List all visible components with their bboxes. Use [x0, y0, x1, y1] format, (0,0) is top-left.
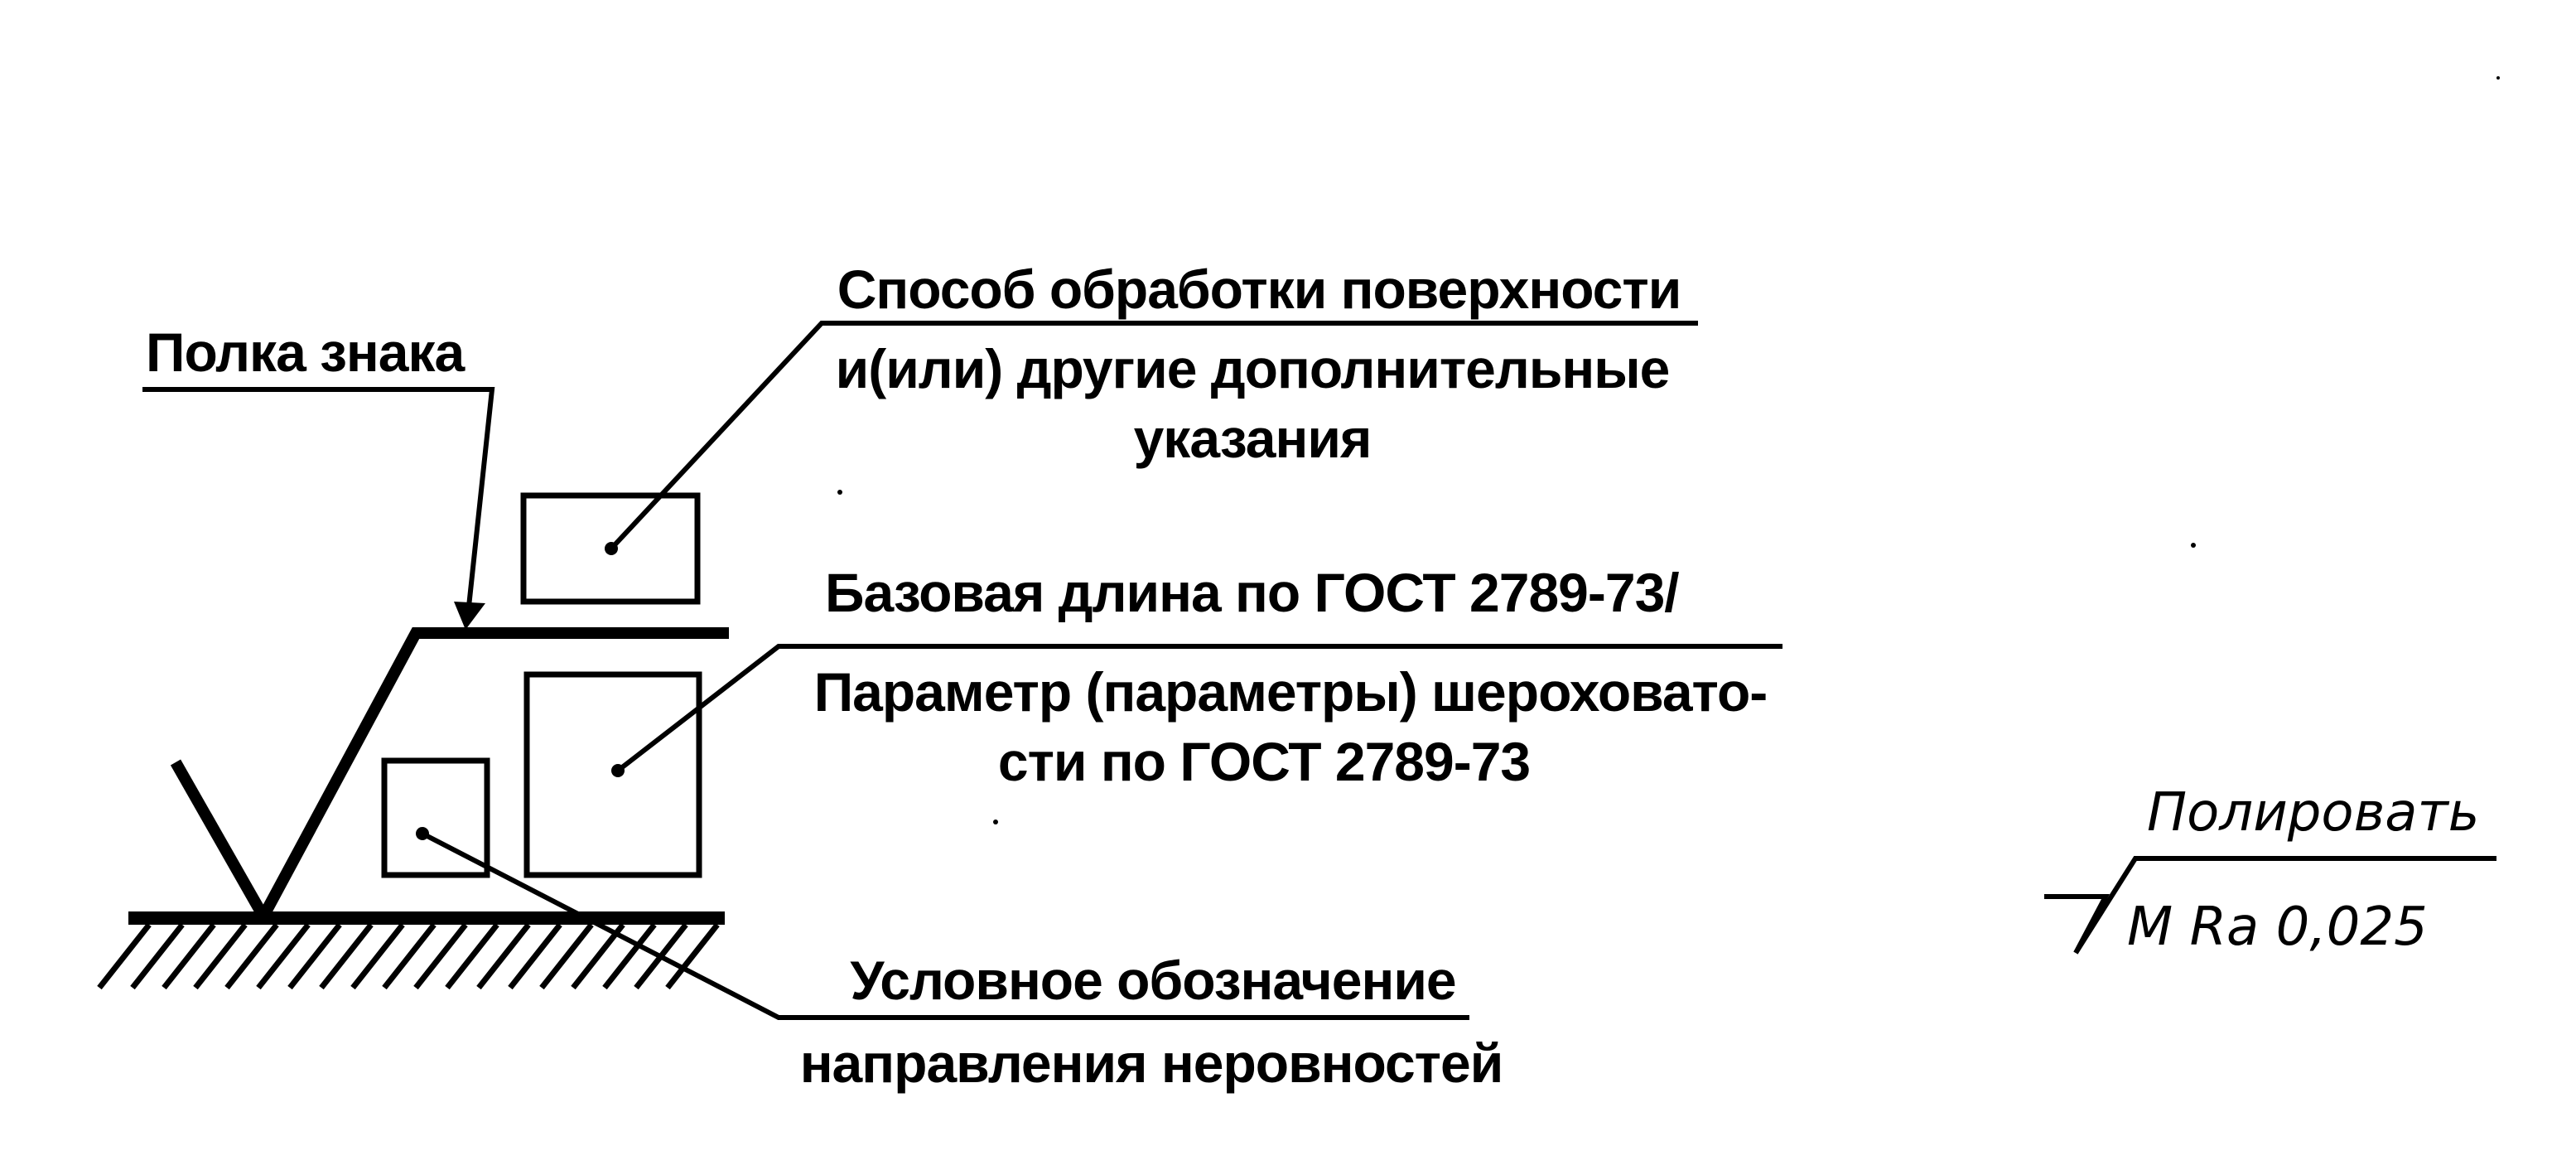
base-length-label: Базовая длина по ГОСТ 2789-73/	[825, 562, 1679, 623]
leader-shelf	[142, 387, 495, 630]
shelf-label: Полка знака	[146, 322, 466, 383]
shelf-arrow-head	[454, 602, 485, 630]
scan-specks	[837, 76, 2500, 824]
parameter-dot	[611, 764, 625, 777]
example-roughness-sign	[2044, 856, 2496, 955]
method-dot	[605, 542, 618, 555]
method-box	[520, 492, 701, 605]
parameter-label-line1: Параметр (параметры) шероховато-	[814, 661, 1768, 723]
example-process-label: Полировать	[2147, 782, 2480, 844]
leader-direction	[416, 827, 1469, 1020]
direction-dot	[416, 827, 429, 840]
method-label-line2: и(или) другие дополнительные	[836, 338, 1670, 399]
leader-parameter	[611, 644, 1782, 777]
direction-box	[381, 757, 490, 878]
parameter-label-line2: сти по ГОСТ 2789-73	[998, 731, 1530, 792]
method-label-line3: указания	[1134, 408, 1372, 469]
roughness-sign	[170, 627, 729, 920]
leader-method	[605, 321, 1698, 555]
surface-hatching	[97, 922, 720, 990]
method-label-line1: Способ обработки поверхности	[837, 259, 1681, 320]
parameter-box	[523, 671, 702, 878]
example-spec-label: M Ra 0,025	[2127, 897, 2428, 958]
direction-label-line2: направления неровностей	[800, 1032, 1503, 1094]
direction-label-line1: Условное обозначение	[850, 950, 1455, 1011]
